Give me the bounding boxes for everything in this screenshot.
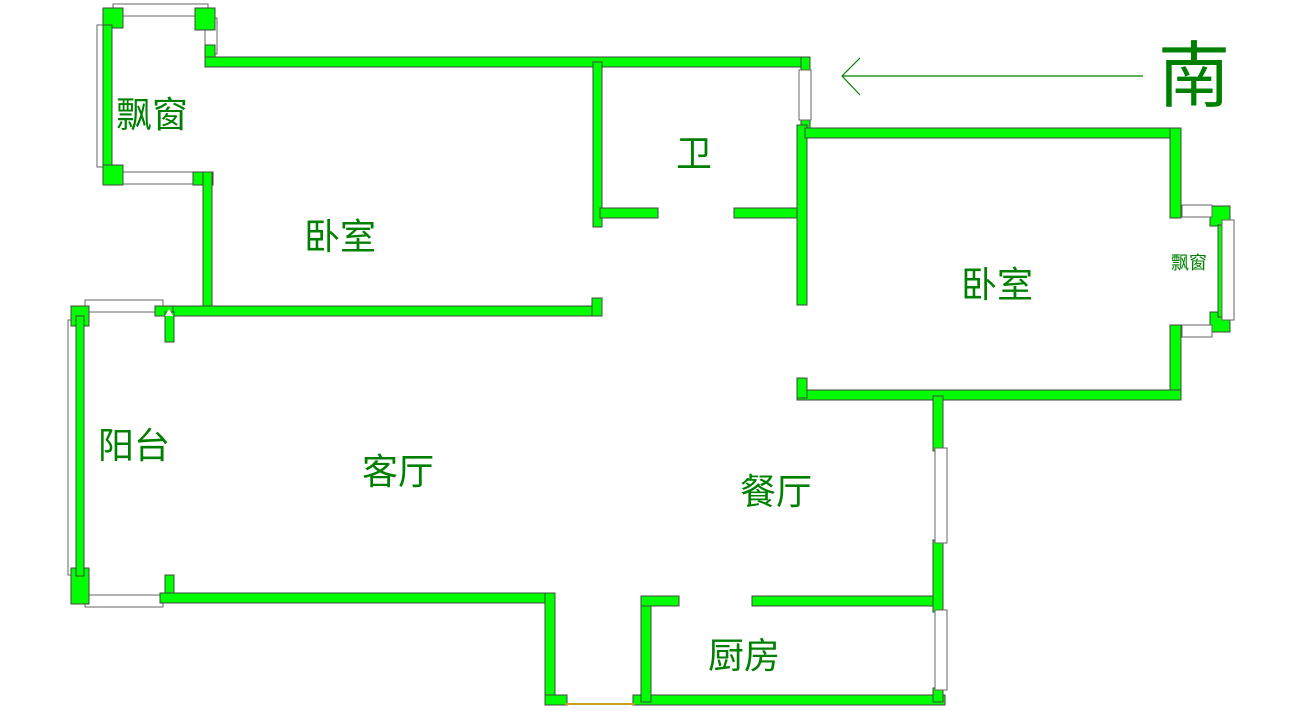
walls-balcony: [70, 305, 175, 605]
bay-window-left-frame: [96, 3, 218, 185]
room-label-dining-room: 餐厅: [740, 472, 812, 513]
compass-label: 南: [1158, 34, 1230, 118]
room-label-bay-window-left: 飘窗: [116, 95, 188, 136]
room-label-kitchen: 厨房: [708, 636, 780, 677]
walls-top: [161, 56, 811, 317]
room-label-living-room: 客厅: [362, 452, 434, 493]
bathroom-window-frame: [798, 69, 812, 121]
room-label-bathroom: 卫: [676, 134, 712, 175]
walls-bottom: [159, 395, 946, 706]
room-label-bay-window-right: 飘窗: [1171, 253, 1207, 274]
south-arrow-icon: [841, 57, 1143, 96]
bay-window-right-frame: [1181, 204, 1235, 338]
room-label-bedroom-right: 卧室: [961, 265, 1033, 306]
walls-right-bedroom: [796, 127, 1231, 401]
room-label-balcony: 阳台: [98, 426, 170, 467]
door-marker-icon: [165, 309, 173, 316]
east-windows-frame: [934, 447, 948, 691]
room-label-bedroom-left: 卧室: [304, 217, 376, 258]
